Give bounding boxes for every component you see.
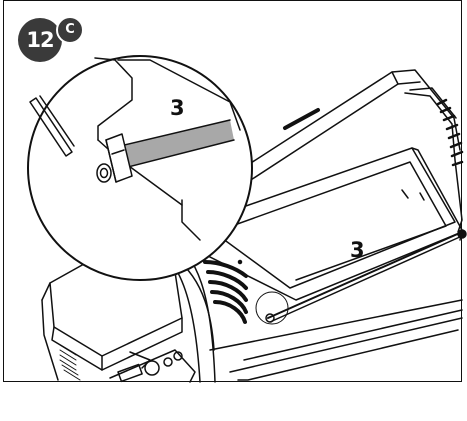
cook-box [191,147,467,381]
rack-rod-highlight [120,120,234,168]
step-substep: C [56,16,84,44]
callout-main-label: 3 [350,238,365,262]
diagram-frame [3,0,462,382]
step-number: 12 [18,18,62,62]
detail-magnifier [27,55,253,281]
callout-detail-label: 3 [170,96,185,120]
controller-panel [109,349,196,383]
